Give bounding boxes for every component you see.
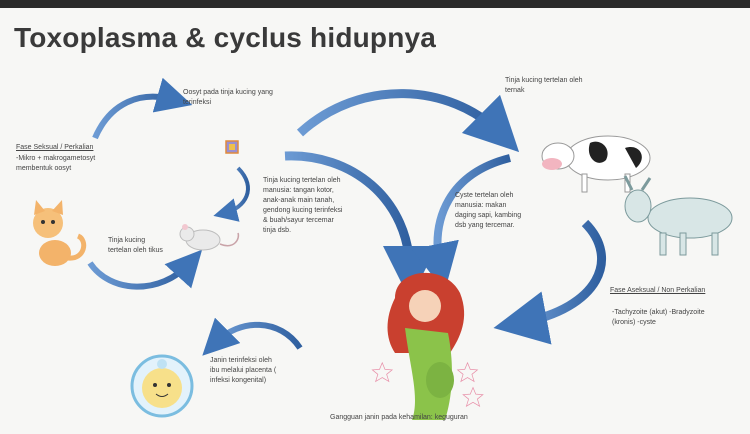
label-pregnancy: Gangguan janin pada kehamilan: keguguran xyxy=(330,414,468,421)
label-asexual-body: -Tachyzoite (akut) -Bradyzoite (kronis) … xyxy=(612,309,705,326)
label-sexual-heading: Fase Seksual / Perkalian xyxy=(16,143,96,153)
slide-title: Toxoplasma & cyclus hidupnya xyxy=(14,22,437,53)
arrow-human-to-fetus xyxy=(202,317,303,356)
label-cow-eats: Tinja kucing tertelan oleh ternak xyxy=(505,77,583,94)
video-top-bar xyxy=(0,0,750,8)
arrow-cat-loop-lower xyxy=(87,249,203,290)
label-cyst-eaten: Cyste tertelan oleh manusia: makan dagin… xyxy=(455,192,522,229)
fetus-illustration xyxy=(130,354,194,418)
lifecycle-slide: Toxoplasma & cyclus hidupnya xyxy=(0,8,750,434)
goat-illustration xyxy=(623,175,733,256)
sexual-phase-heading: Fase Seksual / Perkalian xyxy=(16,144,94,151)
label-cat-rat: Tinja kucing tertelan oleh tikus xyxy=(108,237,163,254)
cow-illustration xyxy=(541,135,651,193)
arrow-oocyst-to-rat xyxy=(213,166,250,222)
arrow-cow-to-human xyxy=(411,154,511,292)
rat-illustration xyxy=(179,224,240,251)
arrow-oocyst-to-cow xyxy=(296,89,520,153)
diagram-artwork xyxy=(33,77,733,420)
label-asexual-heading: Fase Aseksual / Non Perkalian xyxy=(610,286,710,296)
pregnant-woman-illustration xyxy=(371,272,484,420)
cat-illustration xyxy=(33,200,87,266)
label-fetus: Janin terinfeksi oleh ibu melalui placen… xyxy=(210,357,277,384)
label-human-infection: Tinja kucing tertelan oleh manusia: tang… xyxy=(263,177,343,234)
arrow-goat-to-human xyxy=(493,219,606,345)
label-oocyst: Oosyt pada tinja kucing yang terinfeksi xyxy=(183,89,273,106)
label-sexual-body: -Mikro + makrogametosyt membentuk oosyt xyxy=(16,155,96,172)
arrow-sexual-to-oocyst xyxy=(92,77,193,140)
arrow-oocyst-to-human xyxy=(284,151,437,300)
asexual-phase-heading: Fase Aseksual / Non Perkalian xyxy=(610,287,706,294)
oocyst-icon xyxy=(225,140,239,154)
